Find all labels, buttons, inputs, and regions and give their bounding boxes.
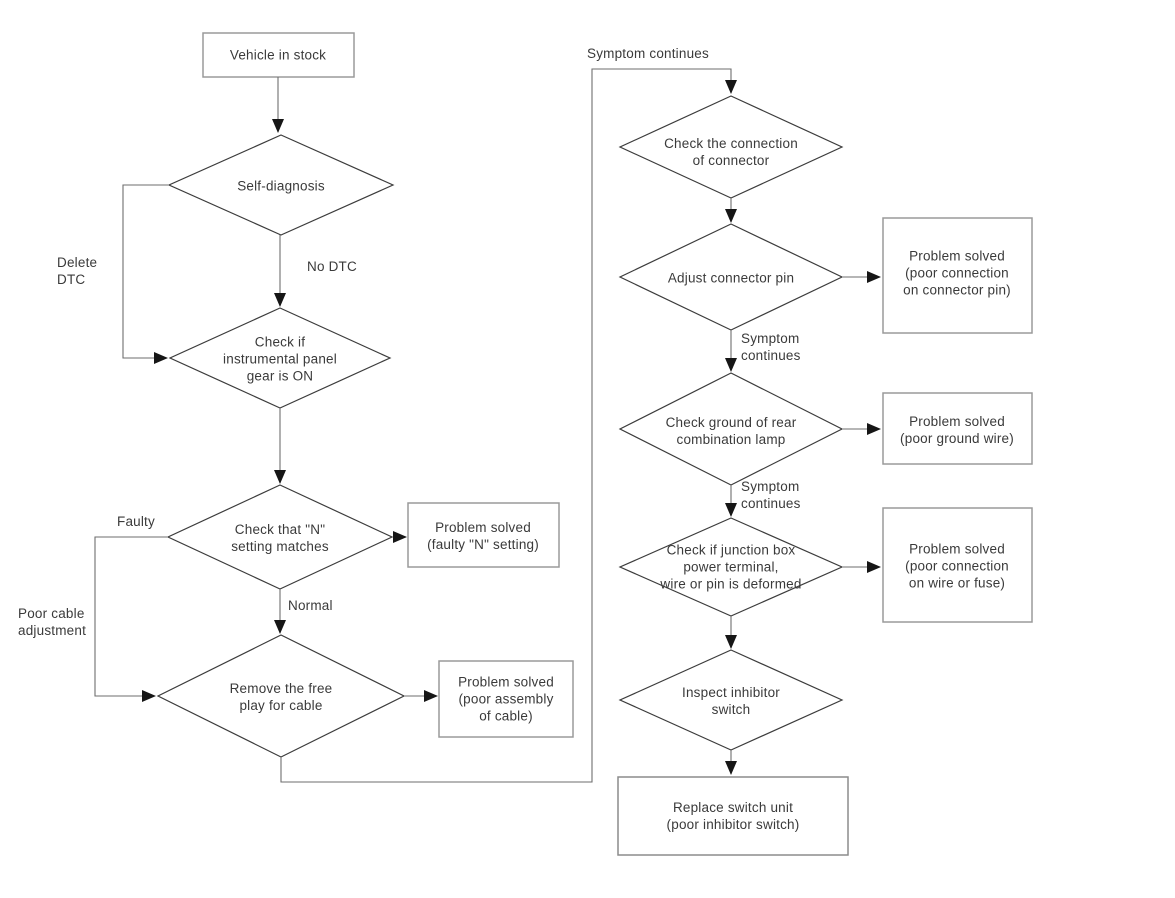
remove-free-play-label: Remove the free play for cable xyxy=(229,681,333,713)
replace-switch-unit-label: Replace switch unit (poor inhibitor swit… xyxy=(666,800,800,832)
outcome-poor-connection-pin-label: Problem solved (poor connection on conne… xyxy=(903,248,1011,298)
start-label: Vehicle in stock xyxy=(229,47,327,63)
check-ground-rear-lamp-label: Check ground of rear combination lamp xyxy=(665,415,797,447)
outcome-faulty-n-setting-label: Problem solved (faulty "N" setting) xyxy=(427,520,539,552)
end-box-replace-switch-unit xyxy=(617,776,849,856)
start-box-vehicle-in-stock xyxy=(202,32,355,78)
connector-faulty-loop xyxy=(94,536,168,702)
edge-label-symptom-continues-1: Symptom continues xyxy=(741,331,801,363)
check-junction-box-label: Check if junction box power terminal, wi… xyxy=(660,542,802,592)
outcome-box-faulty-n-setting xyxy=(407,502,560,568)
check-connector-connection-label: Check the connection of connector xyxy=(664,136,798,168)
connector-symptom-continues-main xyxy=(280,68,737,783)
edge-label-poor-cable-adjustment: Poor cable adjustment xyxy=(18,606,87,638)
edge-label-symptom-continues-2: Symptom continues xyxy=(741,479,801,511)
check-n-setting-label: Check that "N" setting matches xyxy=(231,522,329,554)
check-instrument-panel-label: Check if instrumental panel gear is ON xyxy=(223,334,337,384)
diamond-self-diagnosis xyxy=(167,134,395,236)
edge-label-normal: Normal xyxy=(288,598,333,613)
outcome-box-poor-ground-wire xyxy=(882,392,1033,465)
outcome-box-poor-wire-fuse xyxy=(882,507,1033,623)
edge-label-no-dtc: No DTC xyxy=(307,259,357,274)
edge-label-delete-dtc: Delete DTC xyxy=(57,255,98,287)
outcome-poor-ground-wire-label: Problem solved (poor ground wire) xyxy=(900,414,1014,446)
connector-delete-dtc-loop xyxy=(122,184,169,364)
adjust-connector-pin-label: Adjust connector pin xyxy=(667,270,795,286)
outcome-box-poor-assembly-cable xyxy=(438,660,574,738)
edge-label-symptom-continues-top: Symptom continues xyxy=(587,46,709,61)
edge-label-faulty: Faulty xyxy=(117,514,155,529)
outcome-poor-assembly-label: Problem solved (poor assembly of cable) xyxy=(458,674,554,724)
outcome-box-poor-connection-pin xyxy=(882,217,1033,334)
outcome-poor-wire-fuse-label: Problem solved (poor connection on wire … xyxy=(905,541,1009,591)
inspect-inhibitor-switch-label: Inspect inhibitor switch xyxy=(682,685,780,717)
self-diagnosis-label: Self-diagnosis xyxy=(237,178,325,194)
